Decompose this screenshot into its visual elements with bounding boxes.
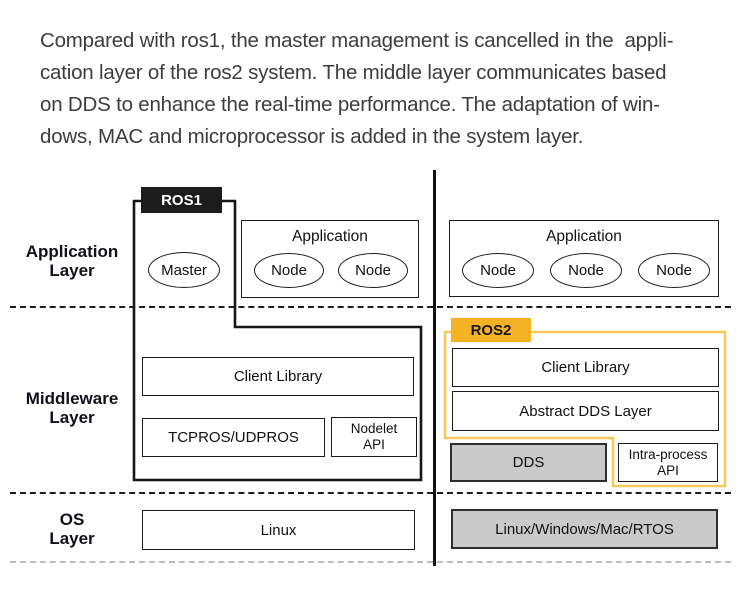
ros2-client-library-box: Client Library bbox=[452, 348, 719, 387]
middleware-layer-label-line1: Middleware bbox=[25, 389, 119, 408]
ros1-client-library-box: Client Library bbox=[142, 357, 414, 396]
ros2-node-oval-3: Node bbox=[638, 253, 710, 288]
os-layer-label: OS Layer bbox=[14, 510, 130, 548]
ros2-dds-box: DDS bbox=[450, 443, 607, 482]
middleware-os-boundary bbox=[10, 492, 731, 494]
ros2-os-box: Linux/Windows/Mac/RTOS bbox=[451, 509, 718, 549]
ros2-intra-process-line1: Intra-process bbox=[628, 446, 708, 462]
application-layer-label: Application Layer bbox=[14, 242, 130, 280]
application-layer-label-line1: Application bbox=[25, 242, 119, 261]
ros1-node-oval-1: Node bbox=[254, 253, 324, 288]
ros2-intra-process-line2: API bbox=[657, 462, 679, 478]
intro-line-1: Compared with ros1, the master managemen… bbox=[40, 29, 674, 52]
application-layer-label-line2: Layer bbox=[49, 261, 95, 280]
middleware-layer-label-line2: Layer bbox=[49, 408, 95, 427]
ros1-node-oval-2: Node bbox=[338, 253, 408, 288]
ros2-abstract-dds-box: Abstract DDS Layer bbox=[452, 391, 719, 431]
intro-paragraph: Compared with ros1, the master managemen… bbox=[40, 25, 674, 153]
bottom-boundary bbox=[10, 561, 731, 563]
intro-line-4: dows, MAC and microprocessor is added in… bbox=[40, 125, 584, 148]
ros1-nodelet-api-box: Nodelet API bbox=[331, 417, 417, 457]
ros1-tag: ROS1 bbox=[141, 187, 222, 213]
application-middleware-boundary bbox=[10, 306, 731, 308]
ros2-tag: ROS2 bbox=[451, 318, 531, 342]
middleware-layer-label: Middleware Layer bbox=[14, 389, 130, 427]
ros1-nodelet-api-line2: API bbox=[363, 437, 385, 452]
center-divider-line bbox=[433, 170, 436, 566]
ros2-application-box: Application bbox=[449, 220, 719, 297]
ros1-master-oval: Master bbox=[148, 252, 220, 288]
intro-line-3: on DDS to enhance the real-time performa… bbox=[40, 93, 660, 116]
ros2-node-oval-1: Node bbox=[462, 253, 534, 288]
ros1-nodelet-api-line1: Nodelet bbox=[350, 421, 398, 436]
os-layer-label-line1: OS bbox=[59, 510, 85, 529]
ros1-transport-box: TCPROS/UDPROS bbox=[142, 418, 325, 457]
ros1-application-title: Application bbox=[292, 228, 368, 245]
ros2-intra-process-api-box: Intra-process API bbox=[618, 443, 718, 482]
ros2-application-title: Application bbox=[546, 228, 622, 245]
intro-line-2: cation layer of the ros2 system. The mid… bbox=[40, 61, 667, 84]
ros1-os-box: Linux bbox=[142, 510, 415, 550]
ros2-node-oval-2: Node bbox=[550, 253, 622, 288]
os-layer-label-line2: Layer bbox=[49, 529, 95, 548]
